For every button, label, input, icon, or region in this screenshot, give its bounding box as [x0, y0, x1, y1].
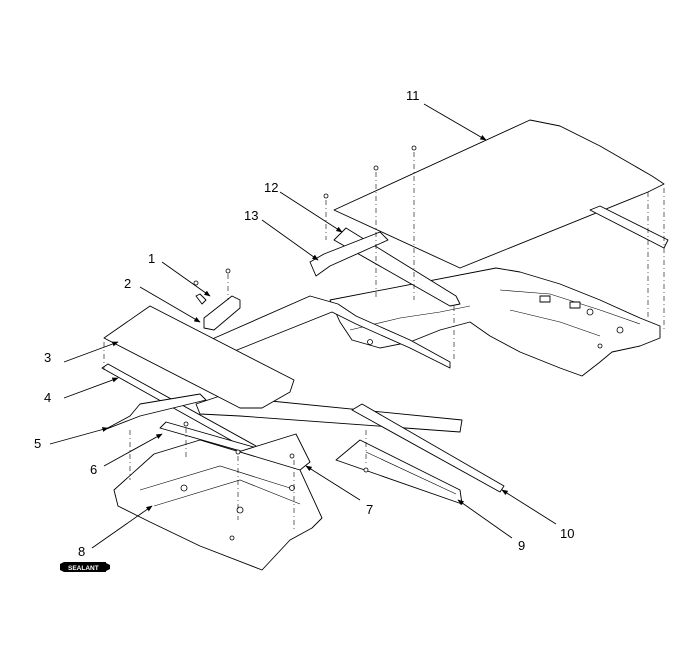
part-9-lower-strip	[335, 439, 463, 505]
callout-5: 5	[34, 436, 41, 451]
part-3-panel	[103, 305, 295, 409]
callout-11: 11	[406, 88, 420, 103]
fasteners	[183, 145, 417, 473]
part-11-roof-panel	[333, 119, 665, 269]
part-13-roof-rail-front	[309, 231, 389, 277]
roof-rail-right	[589, 205, 669, 249]
part-8-lower-panel	[113, 439, 323, 571]
callout-3: 3	[44, 350, 51, 365]
callout-1: 1	[148, 251, 155, 266]
part-5-strip	[103, 393, 207, 431]
sealant-tube-icon: SEALANT	[60, 562, 110, 572]
callout-labels: 1 2 3 4 5 6 7 8 9 10 11 12 13	[34, 88, 574, 559]
callout-10: 10	[560, 526, 574, 541]
callout-8: 8	[78, 544, 85, 559]
callout-4: 4	[44, 390, 51, 405]
callout-13: 13	[244, 208, 258, 223]
part-1-bracket	[195, 293, 241, 331]
roof-frame-assembly	[329, 267, 661, 377]
callout-7: 7	[366, 502, 373, 517]
alignment-lines	[103, 152, 665, 530]
leader-lines	[49, 103, 557, 549]
callout-12: 12	[264, 180, 278, 195]
sealant-label: SEALANT	[68, 565, 99, 572]
callout-6: 6	[90, 462, 97, 477]
callout-2: 2	[124, 276, 131, 291]
part-10-long-strip	[351, 403, 505, 493]
callout-9: 9	[518, 538, 525, 553]
